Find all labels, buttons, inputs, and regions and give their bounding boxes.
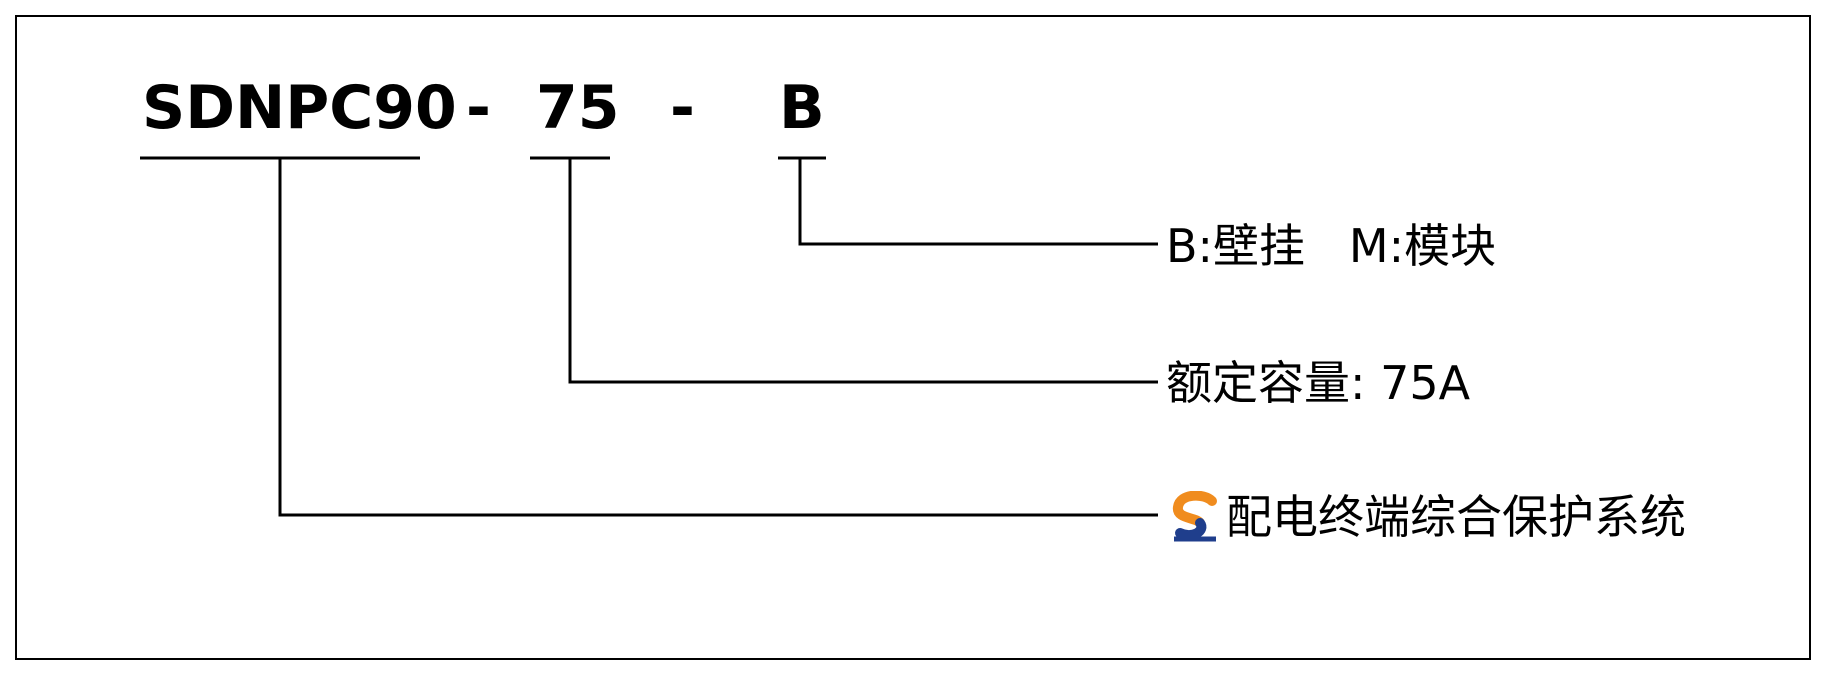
code-separator-2: - bbox=[670, 73, 695, 143]
code-mount: B bbox=[779, 73, 825, 143]
connector-series bbox=[278, 158, 1158, 517]
label-mount-desc: B:壁挂 M:模块 bbox=[1166, 219, 1497, 273]
code-capacity: 75 bbox=[536, 73, 620, 143]
label-capacity-desc: 额定容量: 75A bbox=[1166, 356, 1471, 410]
label-series-desc: 配电终端综合保护系统 bbox=[1226, 490, 1686, 544]
code-separator-1: - bbox=[466, 73, 491, 143]
connector-capacity bbox=[568, 158, 1158, 384]
diagram-frame bbox=[15, 15, 1811, 660]
connector-mount bbox=[798, 158, 1158, 246]
brand-s-logo-icon bbox=[1173, 491, 1217, 542]
code-series: SDNPC90 bbox=[142, 73, 457, 143]
